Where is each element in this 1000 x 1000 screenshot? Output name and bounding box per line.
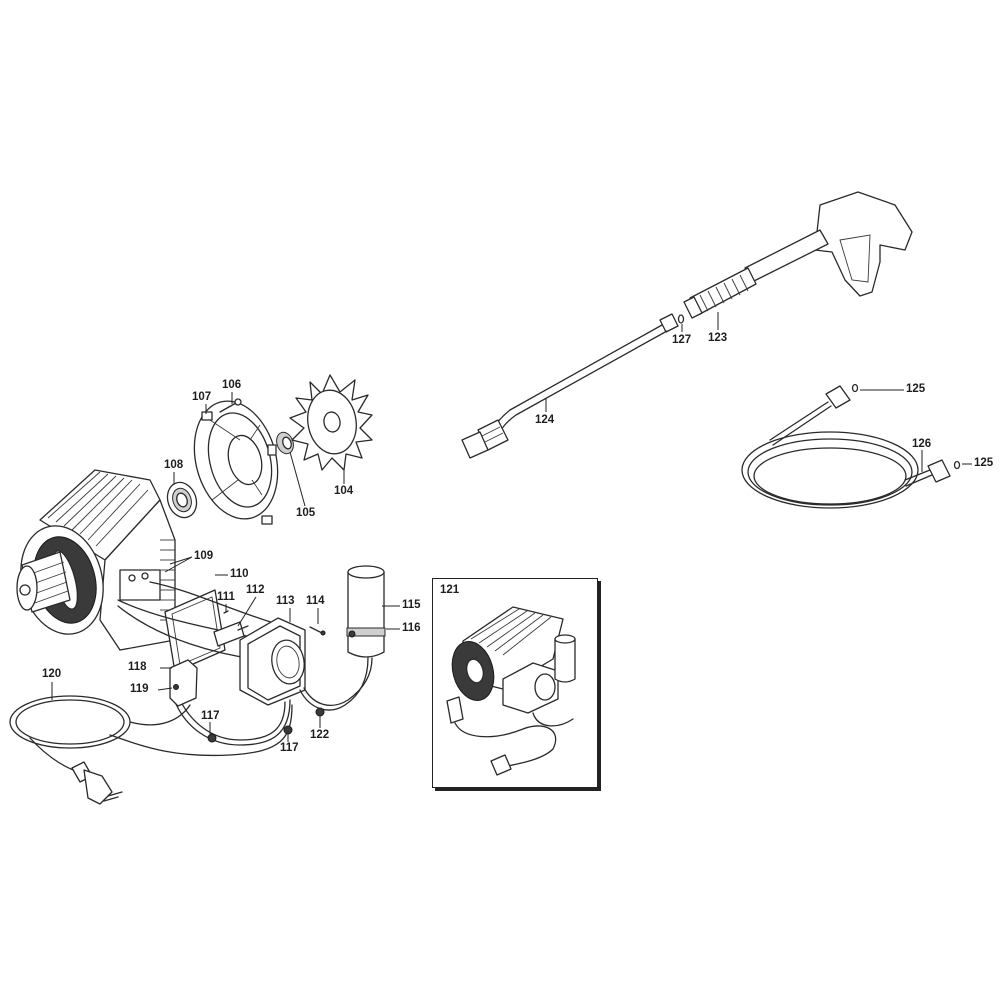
label-114: 114	[306, 595, 325, 607]
label-117-top: 117	[201, 710, 220, 722]
capacitor	[346, 565, 386, 658]
screw-114	[309, 626, 326, 636]
end-shield	[193, 400, 279, 525]
label-119: 119	[130, 683, 149, 695]
cooling-fan	[289, 374, 373, 471]
label-111: 111	[217, 591, 235, 603]
pump-cables	[109, 657, 373, 757]
label-121: 121	[440, 584, 460, 596]
label-125-bottom: 125	[974, 457, 994, 469]
label-122: 122	[310, 729, 330, 741]
label-104: 104	[334, 485, 354, 497]
pump-housing	[239, 617, 306, 706]
label-120: 120	[42, 668, 62, 680]
power-cord	[9, 695, 191, 805]
bracket-plate	[213, 610, 249, 647]
high-pressure-hose	[741, 385, 951, 509]
screw-106	[219, 398, 242, 413]
leader-lines	[51, 312, 972, 742]
o-ring-127	[677, 314, 685, 324]
bearing	[166, 481, 198, 519]
label-109: 109	[194, 550, 214, 562]
label-113: 113	[276, 595, 295, 607]
label-107: 107	[192, 391, 212, 403]
label-112: 112	[246, 584, 265, 596]
label-115: 115	[402, 599, 421, 611]
motor-housing	[16, 469, 176, 651]
label-116: 116	[402, 622, 421, 634]
spray-gun	[683, 191, 913, 319]
label-127: 127	[672, 334, 692, 346]
lance	[461, 313, 679, 459]
label-108: 108	[164, 459, 184, 471]
complete-unit-drawing	[446, 606, 576, 776]
label-123: 123	[708, 332, 728, 344]
label-110: 110	[230, 568, 249, 580]
label-118: 118	[128, 661, 147, 673]
label-105: 105	[296, 507, 316, 519]
gasket	[164, 589, 226, 673]
complete-unit-inset	[432, 578, 598, 788]
o-ring-125-top	[851, 383, 859, 393]
label-125-top: 125	[906, 383, 926, 395]
label-124: 124	[535, 414, 555, 426]
o-ring-125-bottom	[953, 460, 961, 470]
seal-ring	[276, 431, 294, 455]
switch	[169, 659, 198, 707]
label-106: 106	[222, 379, 242, 391]
label-126: 126	[912, 438, 932, 450]
label-117-bottom: 117	[280, 742, 299, 754]
